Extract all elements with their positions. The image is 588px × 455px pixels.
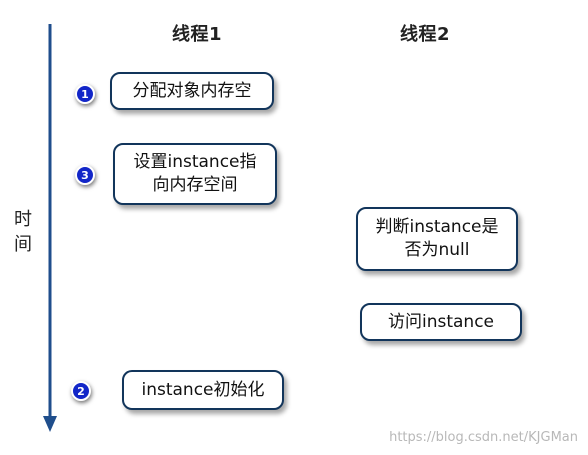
check-null-box: 判断instance是 否为null — [356, 207, 518, 271]
check-null-text-1: 判断instance是 — [375, 217, 499, 237]
instance-init-box: instance初始化 — [122, 370, 284, 410]
set-instance-text-2: 向内存空间 — [152, 175, 238, 195]
timeline-arrowhead — [43, 416, 57, 432]
instance-init-text: instance初始化 — [141, 379, 265, 400]
set-instance-text-1: 设置instance指 — [133, 152, 257, 172]
allocate-memory-text: 分配对象内存空 — [132, 80, 252, 101]
check-null-text-2: 否为null — [404, 240, 470, 260]
watermark: https://blog.csdn.net/KJGMan — [389, 430, 578, 445]
step-badge-3: 3 — [75, 165, 95, 185]
access-instance-text: 访问instance — [387, 311, 495, 332]
step-badge-1: 1 — [75, 84, 95, 104]
set-instance-box: 设置instance指 向内存空间 — [113, 143, 277, 205]
thread2-header: 线程2 — [400, 24, 451, 45]
access-instance-box: 访问instance — [360, 303, 522, 341]
thread1-header: 线程1 — [172, 24, 223, 45]
allocate-memory-box: 分配对象内存空 — [110, 72, 274, 110]
time-label-1: 时 — [14, 209, 32, 230]
step-badge-2: 2 — [71, 381, 91, 401]
time-label-2: 间 — [14, 234, 32, 255]
